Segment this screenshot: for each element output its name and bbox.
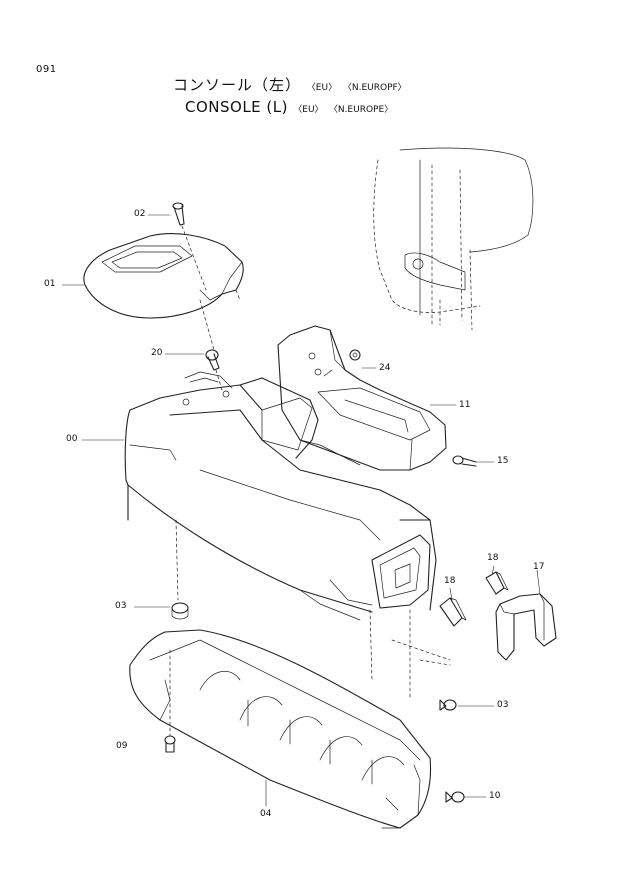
part-11-panel	[277, 325, 447, 471]
label-part-03-left: 03	[115, 601, 127, 611]
title-jp-region-tag: 〈N.EUROPF〉	[342, 83, 407, 93]
label-part-24: 24	[379, 363, 391, 373]
leader-lines	[61, 214, 541, 807]
part-00-console-body	[124, 371, 451, 701]
label-part-02: 02	[134, 209, 146, 219]
title-en-region-tag: 〈N.EUROPE〉	[328, 105, 394, 115]
part-18-pads	[439, 571, 509, 627]
part-02-screw	[172, 202, 207, 291]
label-part-20: 20	[151, 348, 163, 358]
label-part-03-right: 03	[497, 700, 509, 710]
seat-reference-sketch	[373, 147, 534, 331]
label-part-11: 11	[459, 400, 471, 410]
label-part-15: 15	[497, 456, 509, 466]
part-01-top-cover	[83, 233, 244, 319]
label-part-17: 17	[533, 562, 545, 572]
part-17-bracket	[495, 593, 557, 661]
part-03-right-screw	[439, 699, 457, 711]
part-10-screw	[445, 791, 465, 803]
label-part-00: 00	[66, 434, 78, 444]
title-english: CONSOLE (L) 〈EU〉 〈N.EUROPE〉	[185, 98, 393, 116]
part-04-lower-cover	[129, 629, 432, 829]
title-en-text: CONSOLE (L)	[185, 98, 288, 116]
title-japanese: コンソール（左） 〈EU〉 〈N.EUROPF〉	[173, 74, 407, 95]
label-part-18-lower: 18	[444, 576, 456, 586]
label-part-04: 04	[260, 809, 272, 819]
part-15-screw	[452, 455, 477, 467]
title-en-eu-tag: 〈EU〉	[293, 105, 324, 115]
part-09-bolt	[164, 649, 176, 753]
title-jp-text: コンソール（左）	[173, 76, 302, 94]
label-part-10: 10	[489, 791, 501, 801]
page-number: 091	[36, 64, 57, 75]
label-part-18-upper: 18	[487, 553, 499, 563]
label-part-01: 01	[44, 279, 56, 289]
part-20-clip	[199, 299, 223, 391]
part-24-grommet	[349, 349, 361, 361]
label-part-09: 09	[116, 741, 128, 751]
title-jp-eu-tag: 〈EU〉	[306, 83, 338, 93]
part-03-left-grommet	[171, 519, 189, 620]
